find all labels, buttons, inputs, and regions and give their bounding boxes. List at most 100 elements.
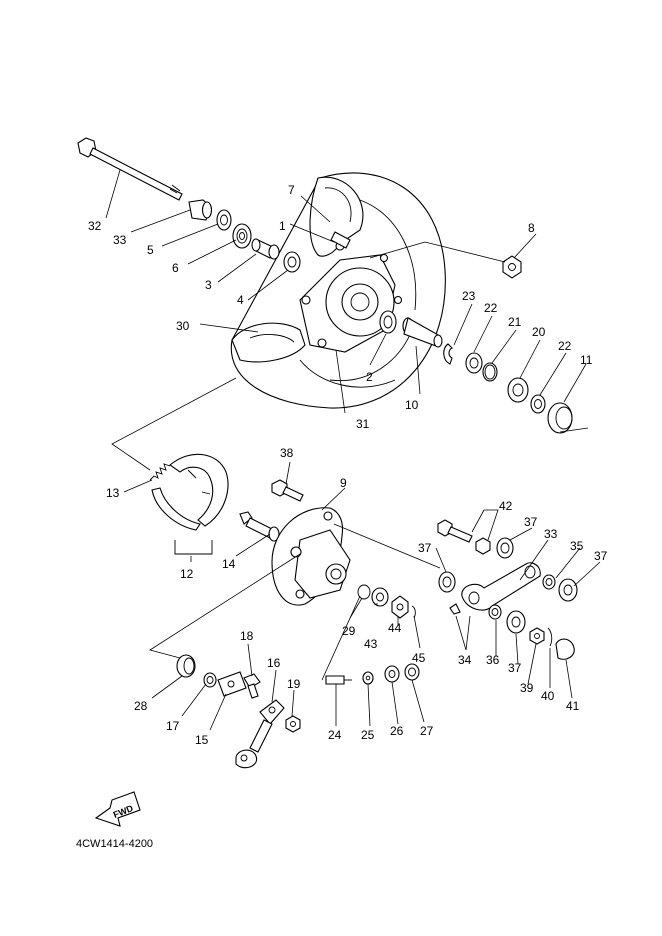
spacer-3 [251,238,280,260]
circlip-23 [443,343,453,365]
collar-36 [488,604,502,620]
grease-nipple [449,603,461,615]
callout-27: 27 [420,724,434,738]
callout-6: 6 [172,261,179,275]
o-ring-29 [357,584,371,600]
callout-7: 7 [288,183,295,197]
seal-11 [547,402,573,434]
callout-40: 40 [541,689,555,703]
callout-22: 22 [484,301,498,315]
hub-shaft-10 [402,317,443,348]
callout-20: 20 [532,325,546,339]
callout-37d: 37 [508,661,522,675]
callout-16: 16 [267,656,281,670]
bolt-38 [271,479,304,502]
callout-38: 38 [280,446,294,460]
callout-30: 30 [176,319,190,333]
callout-24: 24 [328,728,342,742]
callout-29: 29 [342,624,356,638]
callout-18: 18 [240,629,254,643]
axle-bolt-32 [77,137,183,201]
cap-41 [555,638,575,660]
nut-42 [475,537,491,555]
diagram-code: 4CW1414-4200 [76,838,153,850]
bushing-37-upper [496,537,514,559]
nut-20 [507,377,529,403]
collar-35 [542,574,556,590]
collar-33 [188,199,213,221]
callout-37a: 37 [524,515,538,529]
bushing-37-left [438,571,456,593]
bolt-42 [437,519,473,543]
wheel-rim [231,176,403,363]
callout-42: 42 [499,499,513,513]
callout-10: 10 [405,398,419,412]
valve-stem [330,231,351,249]
callout-32: 32 [88,219,102,233]
oil-seal-5 [216,209,232,231]
callout-41: 41 [566,699,580,713]
bearing-2 [379,310,397,334]
callout-2: 2 [366,370,373,384]
callout-21: 21 [508,315,522,329]
callout-17: 17 [166,719,180,733]
callout-11: 11 [580,353,593,367]
washer-25 [362,671,374,685]
callout-35: 35 [570,539,584,553]
callout-37c: 37 [594,549,608,563]
camshaft-14 [239,511,280,542]
leader-lines [105,169,601,731]
spring-13 [149,463,171,481]
fwd-arrow-icon: FWD [94,791,141,827]
cam-lever-16 [235,699,285,769]
nipple-24 [325,675,352,685]
bushing-37-right [558,578,578,602]
callout-23: 23 [462,289,476,303]
nut-19 [285,715,301,733]
callout-39: 39 [520,681,534,695]
callout-13: 13 [106,486,120,500]
washer-22-upper [465,352,483,374]
nut-44 [391,595,409,619]
callout-34: 34 [458,653,472,667]
o-ring-21 [482,362,498,382]
callout-33: 33 [113,233,127,247]
callout-37b: 37 [418,541,432,555]
nut-26 [384,665,400,683]
callout-44: 44 [388,621,402,635]
callout-15: 15 [195,733,209,747]
callout-1: 1 [279,219,286,233]
callout-9: 9 [340,476,347,490]
seal-4 [283,251,301,273]
callout-36: 36 [486,653,500,667]
washer-17 [203,672,217,688]
callout-33b: 33 [544,527,558,541]
cotter-pin-40 [547,627,553,647]
callout-14: 14 [222,557,236,571]
bearing-6 [232,223,252,249]
bolt-18 [243,673,261,699]
callout-labels: 1 2 3 4 5 6 7 8 9 10 11 12 13 14 15 16 1… [88,183,608,747]
washer-22-lower [530,394,546,414]
callout-26: 26 [390,724,404,738]
nut-8 [502,255,522,279]
nut-39 [529,627,545,645]
callout-45: 45 [412,651,426,665]
washer-43 [371,587,389,607]
callout-43: 43 [364,637,378,651]
brake-shoe-12 [151,453,229,555]
collar-27 [404,663,420,681]
brake-panel-9 [271,507,351,606]
callout-8: 8 [528,221,535,235]
callout-5: 5 [147,243,154,257]
callout-31: 31 [356,417,370,431]
callout-22b: 22 [558,339,572,353]
callout-3: 3 [205,278,212,292]
link-rod-34 [461,562,541,611]
callout-4: 4 [237,293,244,307]
plate-15 [217,671,247,697]
callout-19: 19 [287,677,301,691]
seal-28 [176,654,196,678]
callout-25: 25 [361,728,375,742]
